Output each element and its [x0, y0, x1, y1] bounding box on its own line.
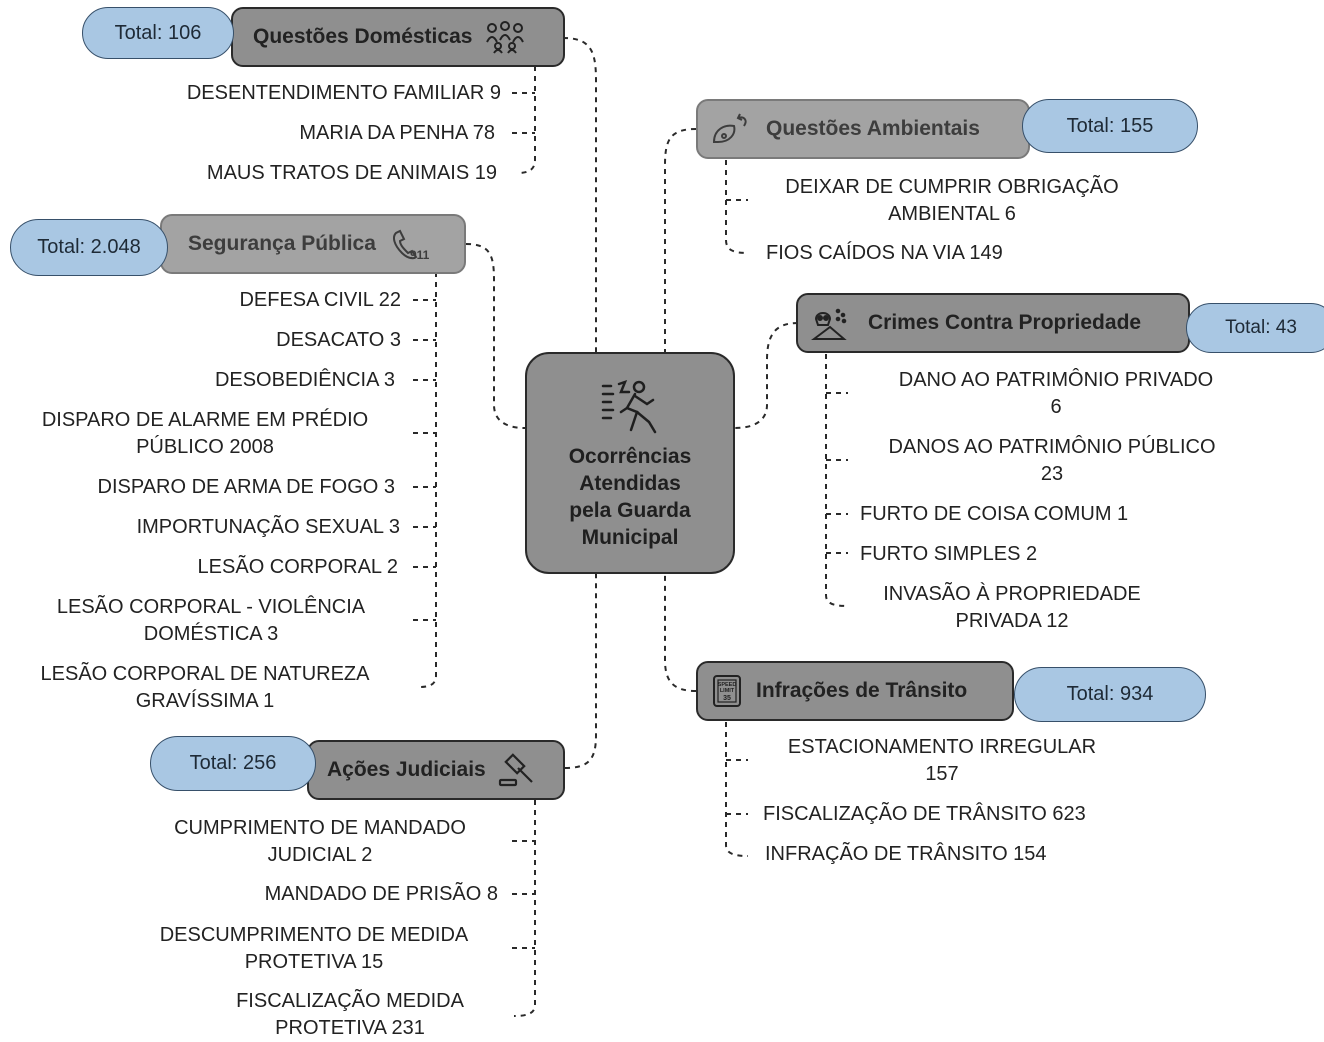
central-node: Ocorrências Atendidas pela Guarda Munici…: [525, 352, 735, 574]
list-item: DISPARO DE ARMA DE FOGO 3: [97, 476, 395, 498]
list-item: FURTO DE COISA COMUM 1: [860, 503, 1129, 525]
list-item: FISCALIZAÇÃO DE TRÂNSITO 623: [763, 803, 1086, 825]
list-item: DESENTENDIMENTO FAMILIAR 9: [186, 82, 501, 104]
list-item-line: 157: [925, 763, 959, 785]
list-item-line: PROTETIVA 15: [244, 951, 384, 973]
category-label: Infrações de Trânsito: [756, 679, 968, 702]
skull-icon: [810, 305, 854, 341]
speed-limit-icon: SPEED LIMIT 35: [710, 673, 744, 709]
list-item: DESCUMPRIMENTO DE MEDIDA PROTETIVA 15: [128, 922, 500, 976]
svg-text:35: 35: [723, 695, 731, 702]
list-item: LESÃO CORPORAL 2: [197, 556, 398, 578]
gavel-icon: [496, 752, 536, 788]
total-badge-questoes-domesticas: Total: 106: [82, 7, 234, 59]
list-item-line: DEIXAR DE CUMPRIR OBRIGAÇÃO: [785, 176, 1119, 198]
svg-text:SPEED: SPEED: [718, 682, 737, 688]
list-item: DESOBEDIÊNCIA 3: [214, 369, 395, 391]
phone-911-icon: 911: [390, 227, 432, 261]
category-label: Segurança Pública: [188, 232, 376, 255]
list-item: INFRAÇÃO DE TRÂNSITO 154: [765, 843, 1047, 865]
center-title-line-2: Atendidas: [579, 472, 681, 495]
list-item: DEFESA CIVIL 22: [239, 289, 401, 311]
list-item: INVASÃO À PROPRIEDADE PRIVADA 12: [862, 581, 1162, 635]
category-acoes-judiciais: Ações Judiciais: [307, 740, 565, 800]
category-label: Questões Ambientais: [766, 117, 980, 140]
list-item: LESÃO CORPORAL DE NATUREZA GRAVÍSSIMA 1: [14, 661, 396, 715]
list-item-line: JUDICIAL 2: [267, 844, 373, 866]
list-item-line: PROTETIVA 231: [275, 1017, 425, 1039]
list-item: ESTACIONAMENTO IRREGULAR 157: [756, 734, 1128, 788]
list-item: DEIXAR DE CUMPRIR OBRIGAÇÃO AMBIENTAL 6: [756, 174, 1148, 228]
list-item: DANOS AO PATRIMÔNIO PÚBLICO 23: [852, 434, 1252, 488]
list-item-line: PRIVADA 12: [955, 610, 1069, 632]
list-item-line: PÚBLICO 2008: [136, 436, 274, 458]
list-item: LESÃO CORPORAL - VIOLÊNCIA DOMÉSTICA 3: [32, 594, 390, 648]
category-questoes-ambientais: Questões Ambientais: [696, 99, 1030, 159]
total-badge-crimes-contra-propriedade: Total: 43: [1186, 303, 1324, 353]
list-item: FIOS CAÍDOS NA VIA 149: [766, 242, 1003, 264]
list-item-line: CUMPRIMENTO DE MANDADO: [174, 817, 466, 839]
total-badge-seguranca-publica: Total: 2.048: [10, 219, 168, 276]
list-item: IMPORTUNAÇÃO SEXUAL 3: [136, 516, 400, 538]
category-label: Crimes Contra Propriedade: [868, 311, 1142, 334]
center-title-line-1: Ocorrências: [568, 445, 692, 468]
category-infracoes-de-transito: SPEED LIMIT 35 Infrações de Trânsito: [696, 661, 1014, 721]
category-label: Questões Domésticas: [253, 25, 473, 48]
list-item: DANO AO PATRIMÔNIO PRIVADO 6: [856, 367, 1256, 421]
center-title-line-4: Municipal: [581, 526, 679, 549]
category-seguranca-publica: Segurança Pública 911: [160, 214, 466, 274]
list-item-line: DANO AO PATRIMÔNIO PRIVADO: [898, 369, 1214, 391]
list-item: DISPARO DE ALARME EM PRÉDIO PÚBLICO 2008: [14, 407, 396, 461]
list-item-line: 23: [1040, 463, 1064, 485]
list-item-line: DESCUMPRIMENTO DE MEDIDA: [159, 924, 469, 946]
list-item-line: DISPARO DE ALARME EM PRÉDIO: [41, 409, 369, 431]
total-badge-infracoes-de-transito: Total: 934: [1014, 667, 1206, 722]
list-item-line: FISCALIZAÇÃO MEDIDA: [236, 990, 464, 1012]
total-badge-acoes-judiciais: Total: 256: [150, 736, 316, 791]
category-label: Ações Judiciais: [327, 758, 486, 781]
leaf-hand-icon: [710, 112, 750, 146]
category-questoes-domesticas: Questões Domésticas: [231, 7, 565, 67]
list-item-line: DANOS AO PATRIMÔNIO PÚBLICO: [888, 436, 1216, 458]
list-item: CUMPRIMENTO DE MANDADO JUDICIAL 2: [140, 815, 500, 869]
list-item-line: INVASÃO À PROPRIEDADE: [883, 583, 1141, 605]
list-item-line: LESÃO CORPORAL - VIOLÊNCIA: [56, 596, 366, 618]
list-item-line: DOMÉSTICA 3: [143, 623, 279, 645]
fleeing-person-icon: [527, 378, 733, 441]
total-badge-questoes-ambientais: Total: 155: [1022, 99, 1198, 153]
center-title-line-3: pela Guarda: [569, 499, 691, 522]
list-item: DESACATO 3: [276, 329, 401, 351]
list-item: FURTO SIMPLES 2: [860, 543, 1038, 565]
svg-text:911: 911: [410, 248, 430, 261]
list-item-line: AMBIENTAL 6: [888, 203, 1016, 225]
family-icon: [484, 20, 526, 54]
category-crimes-contra-propriedade: Crimes Contra Propriedade: [796, 293, 1190, 353]
list-item-line: 6: [1050, 396, 1062, 418]
list-item: MANDADO DE PRISÃO 8: [264, 883, 498, 905]
list-item: MARIA DA PENHA 78: [299, 122, 495, 144]
list-item-line: ESTACIONAMENTO IRREGULAR: [787, 736, 1097, 758]
list-item-line: GRAVÍSSIMA 1: [135, 690, 275, 712]
list-item-line: LESÃO CORPORAL DE NATUREZA: [40, 663, 370, 685]
list-item: FISCALIZAÇÃO MEDIDA PROTETIVA 231: [200, 988, 500, 1042]
list-item: MAUS TRATOS DE ANIMAIS 19: [206, 162, 497, 184]
svg-text:LIMIT: LIMIT: [720, 688, 735, 694]
